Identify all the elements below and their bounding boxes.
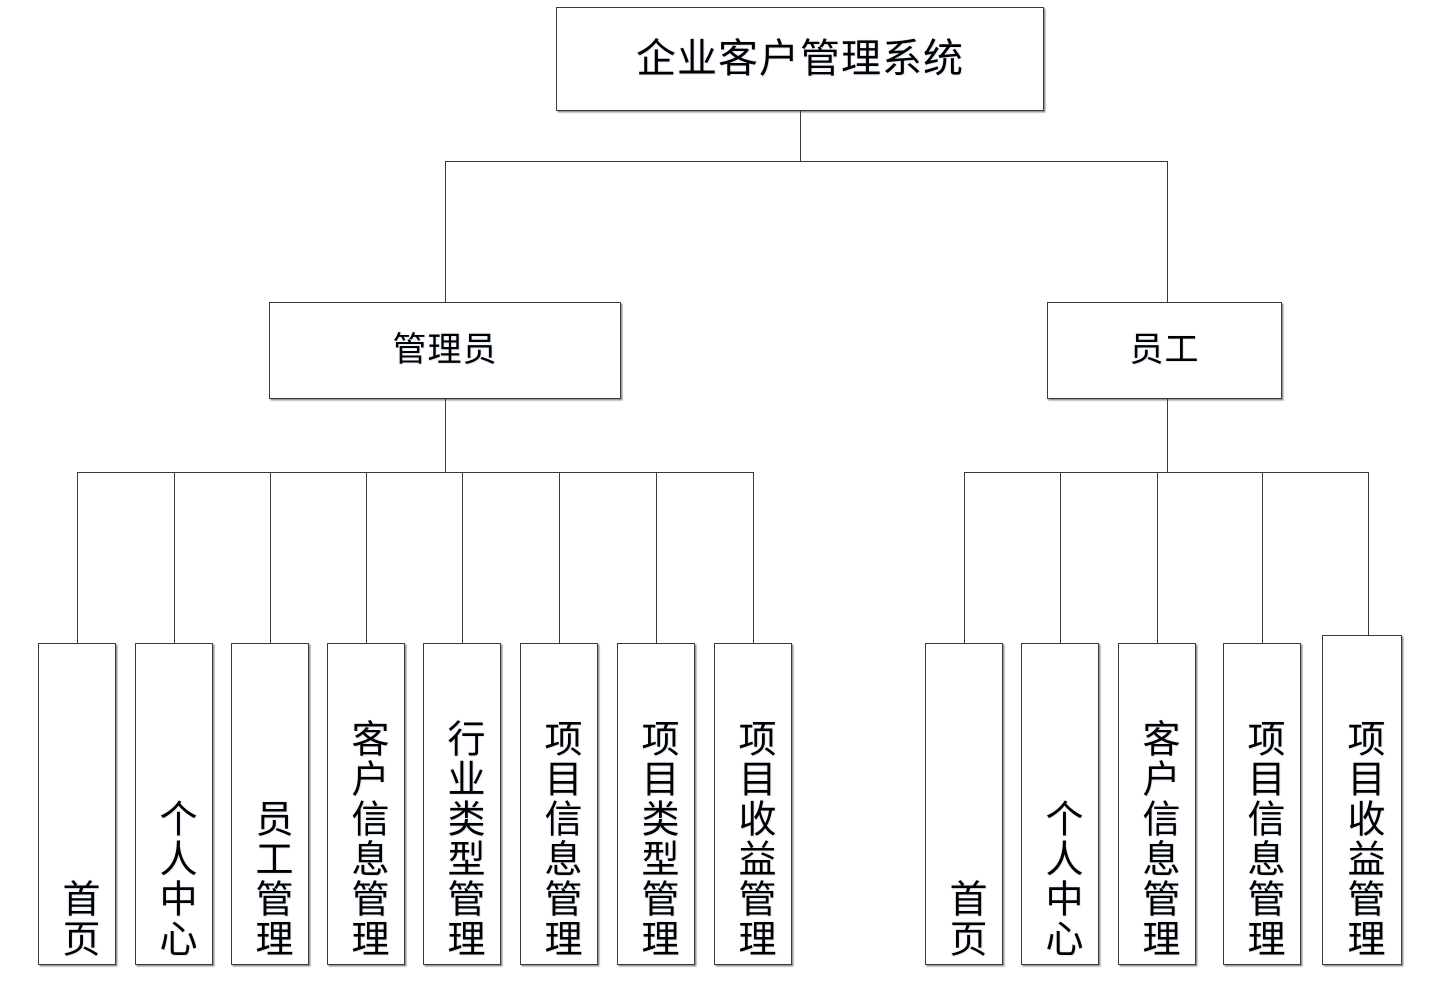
leaf-label: 首页 <box>943 879 985 959</box>
leaf-label: 员工管理 <box>249 799 291 959</box>
leaf-staff-customer-info-management[interactable]: 客户信息管理 <box>1118 643 1196 965</box>
leaf-label: 个人中心 <box>1039 799 1081 959</box>
leaf-label: 项目信息管理 <box>538 719 580 959</box>
connector-to-admin <box>445 161 446 302</box>
node-admin[interactable]: 管理员 <box>269 302 621 399</box>
node-staff[interactable]: 员工 <box>1047 302 1282 399</box>
connector-admin-drop-1 <box>77 472 78 644</box>
leaf-label: 首页 <box>56 879 98 959</box>
leaf-admin-project-info-management[interactable]: 项目信息管理 <box>520 643 598 965</box>
leaf-label: 项目类型管理 <box>635 719 677 959</box>
connector-admin-drop-2 <box>174 472 175 644</box>
connector-staff-stem <box>1167 399 1168 473</box>
leaf-admin-customer-info-management[interactable]: 客户信息管理 <box>327 643 405 965</box>
connector-admin-drop-7 <box>656 472 657 644</box>
node-root-system[interactable]: 企业客户管理系统 <box>556 7 1044 111</box>
leaf-label: 项目收益管理 <box>1341 719 1383 959</box>
leaf-admin-project-type-management[interactable]: 项目类型管理 <box>617 643 695 965</box>
connector-to-staff <box>1167 161 1168 302</box>
connector-staff-drop-3 <box>1157 472 1158 644</box>
connector-staff-drop-4 <box>1262 472 1263 644</box>
connector-staff-drop-2 <box>1060 472 1061 644</box>
leaf-staff-project-revenue-management[interactable]: 项目收益管理 <box>1322 635 1402 965</box>
connector-staff-bus <box>964 472 1368 473</box>
node-admin-label: 管理员 <box>392 331 498 369</box>
connector-admin-drop-3 <box>270 472 271 644</box>
connector-admin-drop-4 <box>366 472 367 644</box>
connector-admin-drop-6 <box>559 472 560 644</box>
connector-admin-bus <box>77 472 753 473</box>
leaf-label: 客户信息管理 <box>345 719 387 959</box>
connector-admin-stem <box>445 399 446 473</box>
leaf-admin-project-revenue-management[interactable]: 项目收益管理 <box>714 643 792 965</box>
leaf-staff-project-info-management[interactable]: 项目信息管理 <box>1223 643 1301 965</box>
connector-root-stem <box>800 111 801 162</box>
connector-staff-drop-5 <box>1368 472 1369 636</box>
leaf-admin-personal-center[interactable]: 个人中心 <box>135 643 213 965</box>
leaf-admin-employee-management[interactable]: 员工管理 <box>231 643 309 965</box>
node-root-label: 企业客户管理系统 <box>636 36 964 81</box>
connector-admin-drop-8 <box>753 472 754 644</box>
leaf-label: 个人中心 <box>153 799 195 959</box>
connector-staff-drop-1 <box>964 472 965 644</box>
connector-admin-drop-5 <box>462 472 463 644</box>
leaf-label: 项目收益管理 <box>732 719 774 959</box>
node-staff-label: 员工 <box>1129 331 1200 369</box>
leaf-label: 项目信息管理 <box>1241 719 1283 959</box>
connector-level2-bus <box>445 161 1168 162</box>
leaf-label: 行业类型管理 <box>441 719 483 959</box>
leaf-admin-home[interactable]: 首页 <box>38 643 116 965</box>
leaf-staff-personal-center[interactable]: 个人中心 <box>1021 643 1099 965</box>
leaf-staff-home[interactable]: 首页 <box>925 643 1003 965</box>
leaf-label: 客户信息管理 <box>1136 719 1178 959</box>
leaf-admin-industry-type-management[interactable]: 行业类型管理 <box>423 643 501 965</box>
